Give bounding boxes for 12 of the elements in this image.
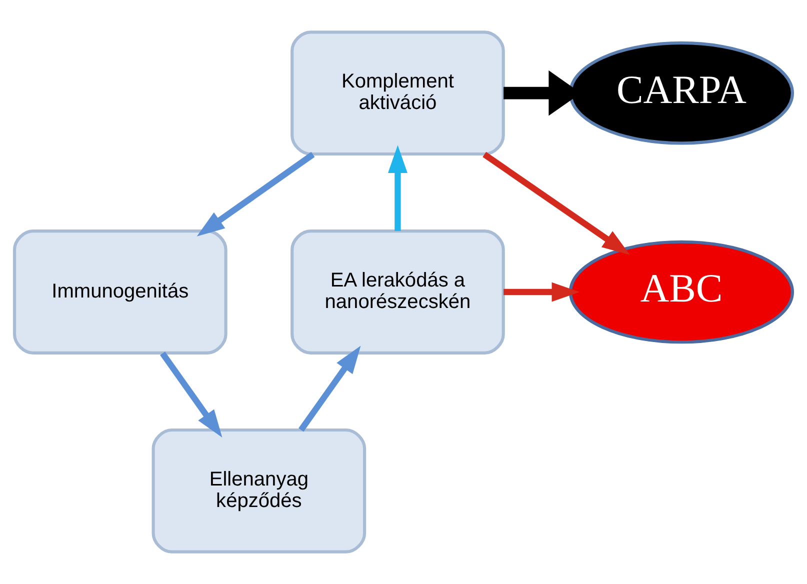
node-ellipse: CARPA [568,41,794,145]
node-box: Komplement aktiváció [290,30,505,156]
arrow [196,152,315,236]
node-box: Ellenanyag képződés [152,428,366,554]
node-box: Immunogenitás [12,230,228,354]
arrow [504,282,580,302]
arrow [482,152,630,255]
arrow [160,352,222,438]
arrow [298,346,361,432]
node-box: EA lerakódás a nanorészecskén [290,230,505,354]
arrow [388,145,408,231]
node-ellipse: ABC [568,240,794,344]
